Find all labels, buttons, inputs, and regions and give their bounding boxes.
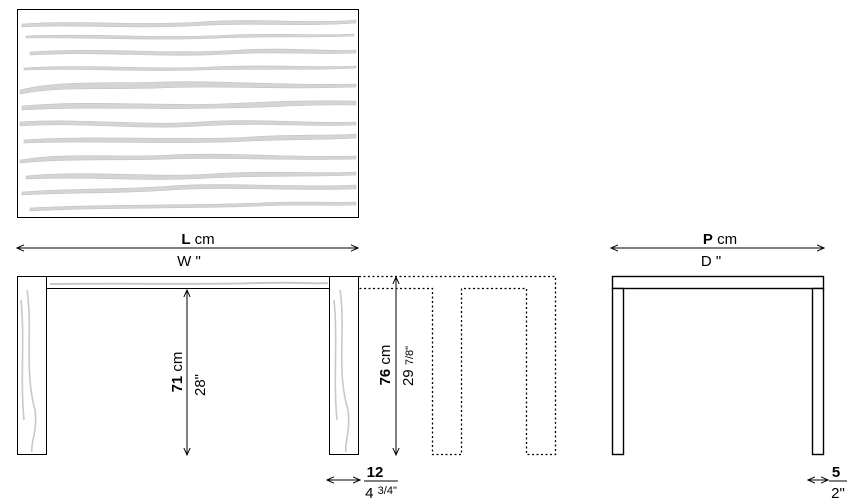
length-symbol: L: [181, 231, 190, 248]
leg-width-imperial-whole: 4: [365, 485, 373, 502]
side-leg-imperial: 2": [831, 485, 845, 502]
total-height-unit: cm: [377, 345, 394, 365]
svg-text:L cm: L cm: [181, 231, 214, 248]
top-view: [17, 9, 359, 218]
depth-symbol: P: [703, 231, 713, 248]
total-height-imperial-whole: 29: [400, 369, 417, 386]
depth-unit: cm: [717, 231, 737, 248]
svg-text:76 cm: 76 cm: [377, 345, 394, 386]
tabletop-outline: [17, 9, 359, 218]
total-height-imperial-fraction: 7/8": [404, 346, 416, 365]
svg-text:29 7/8": 29 7/8": [400, 346, 417, 386]
svg-text:4 3/4": 4 3/4": [365, 485, 397, 502]
front-view: 71 cm 28" 76 cm 29 7/8" 12 4 3/4": [17, 275, 557, 502]
side-left-leg: [611, 287, 625, 456]
inner-height-value: 71: [169, 376, 186, 393]
length-dimension: L cm W ": [17, 231, 358, 270]
side-leg-value: 5: [832, 464, 840, 481]
depth-imperial: D ": [701, 253, 721, 270]
svg-text:71 cm: 71 cm: [169, 352, 186, 393]
depth-dimension: P cm D ": [611, 231, 824, 270]
total-height-value: 76: [377, 369, 394, 386]
leg-width-imperial-fraction: 3/4": [378, 485, 397, 497]
extension-outline: [359, 275, 557, 456]
inner-height-imperial: 28": [192, 374, 209, 396]
side-leg-dimension: 5 2": [808, 464, 847, 502]
side-view: [611, 275, 825, 456]
svg-text:P cm: P cm: [703, 231, 737, 248]
leg-width-value: 12: [367, 464, 384, 481]
side-tabletop: [611, 275, 825, 290]
wood-grain-pattern: [19, 19, 357, 212]
inner-height-unit: cm: [169, 352, 186, 372]
side-right-leg: [811, 287, 825, 456]
length-unit: cm: [195, 231, 215, 248]
length-imperial: W ": [177, 253, 201, 270]
